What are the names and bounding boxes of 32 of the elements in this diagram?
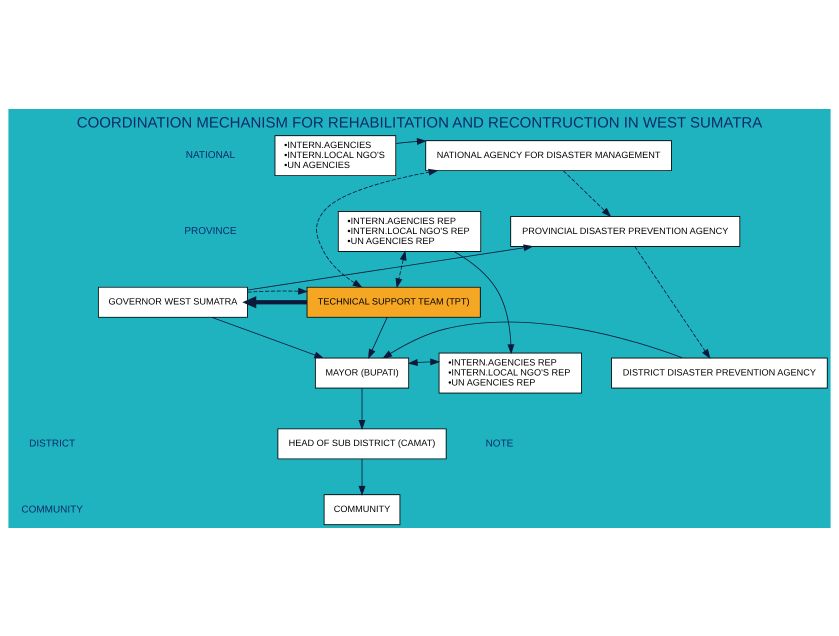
- node-box: •INTERN.AGENCIES REP •INTERN.LOCAL NGO'S REP •UN AGENCIES REP: [438, 352, 582, 393]
- arrow: [316, 168, 439, 288]
- arrow: [634, 246, 711, 359]
- arrow: [358, 458, 366, 496]
- arrow: [562, 170, 612, 217]
- label: NATIONAL: [186, 150, 236, 161]
- arrow: [382, 321, 684, 358]
- node-box: GOVERNOR WEST SUMATRA: [98, 286, 248, 318]
- node-box: TECHNICAL SUPPORT TEAM (TPT): [306, 286, 481, 318]
- arrow: [368, 316, 388, 359]
- node-box: MAYOR (BUPATI): [314, 357, 410, 388]
- arrow: [396, 250, 407, 288]
- label: PROVINCE: [184, 226, 236, 237]
- diagram-title: COORDINATION MECHANISM FOR REHABILITATION AND RECONTRUCTION IN WEST SUMATRA: [76, 114, 762, 132]
- arrow: [358, 387, 366, 430]
- node-box: NATIONAL AGENCY FOR DISASTER MANAGEMENT: [425, 140, 672, 171]
- label: COMMUNITY: [21, 504, 83, 515]
- arrow: [408, 358, 440, 366]
- node-box: HEAD OF SUB DISTRICT (CAMAT): [277, 428, 447, 459]
- arrow: [247, 244, 534, 290]
- label: NOTE: [486, 438, 514, 449]
- arrow: [396, 137, 427, 144]
- arrow: [454, 250, 514, 354]
- node-box: COMMUNITY: [324, 494, 400, 525]
- arrow: [242, 296, 307, 308]
- label: DISTRICT: [29, 438, 76, 449]
- node-box: DISTRICT DISASTER PREVENTION AGENCY: [611, 357, 828, 388]
- node-box: •INTERN.AGENCIES •INTERN.LOCAL NGO'S •UN AGENCIES: [274, 134, 396, 176]
- node-box: PROVINCIAL DISASTER PREVENTION AGENCY: [510, 216, 740, 246]
- node-box: •INTERN.AGENCIES REP •INTERN.LOCAL NGO'S REP •UN AGENCIES REP: [338, 210, 482, 252]
- arrow: [247, 287, 308, 294]
- arrow: [211, 316, 324, 358]
